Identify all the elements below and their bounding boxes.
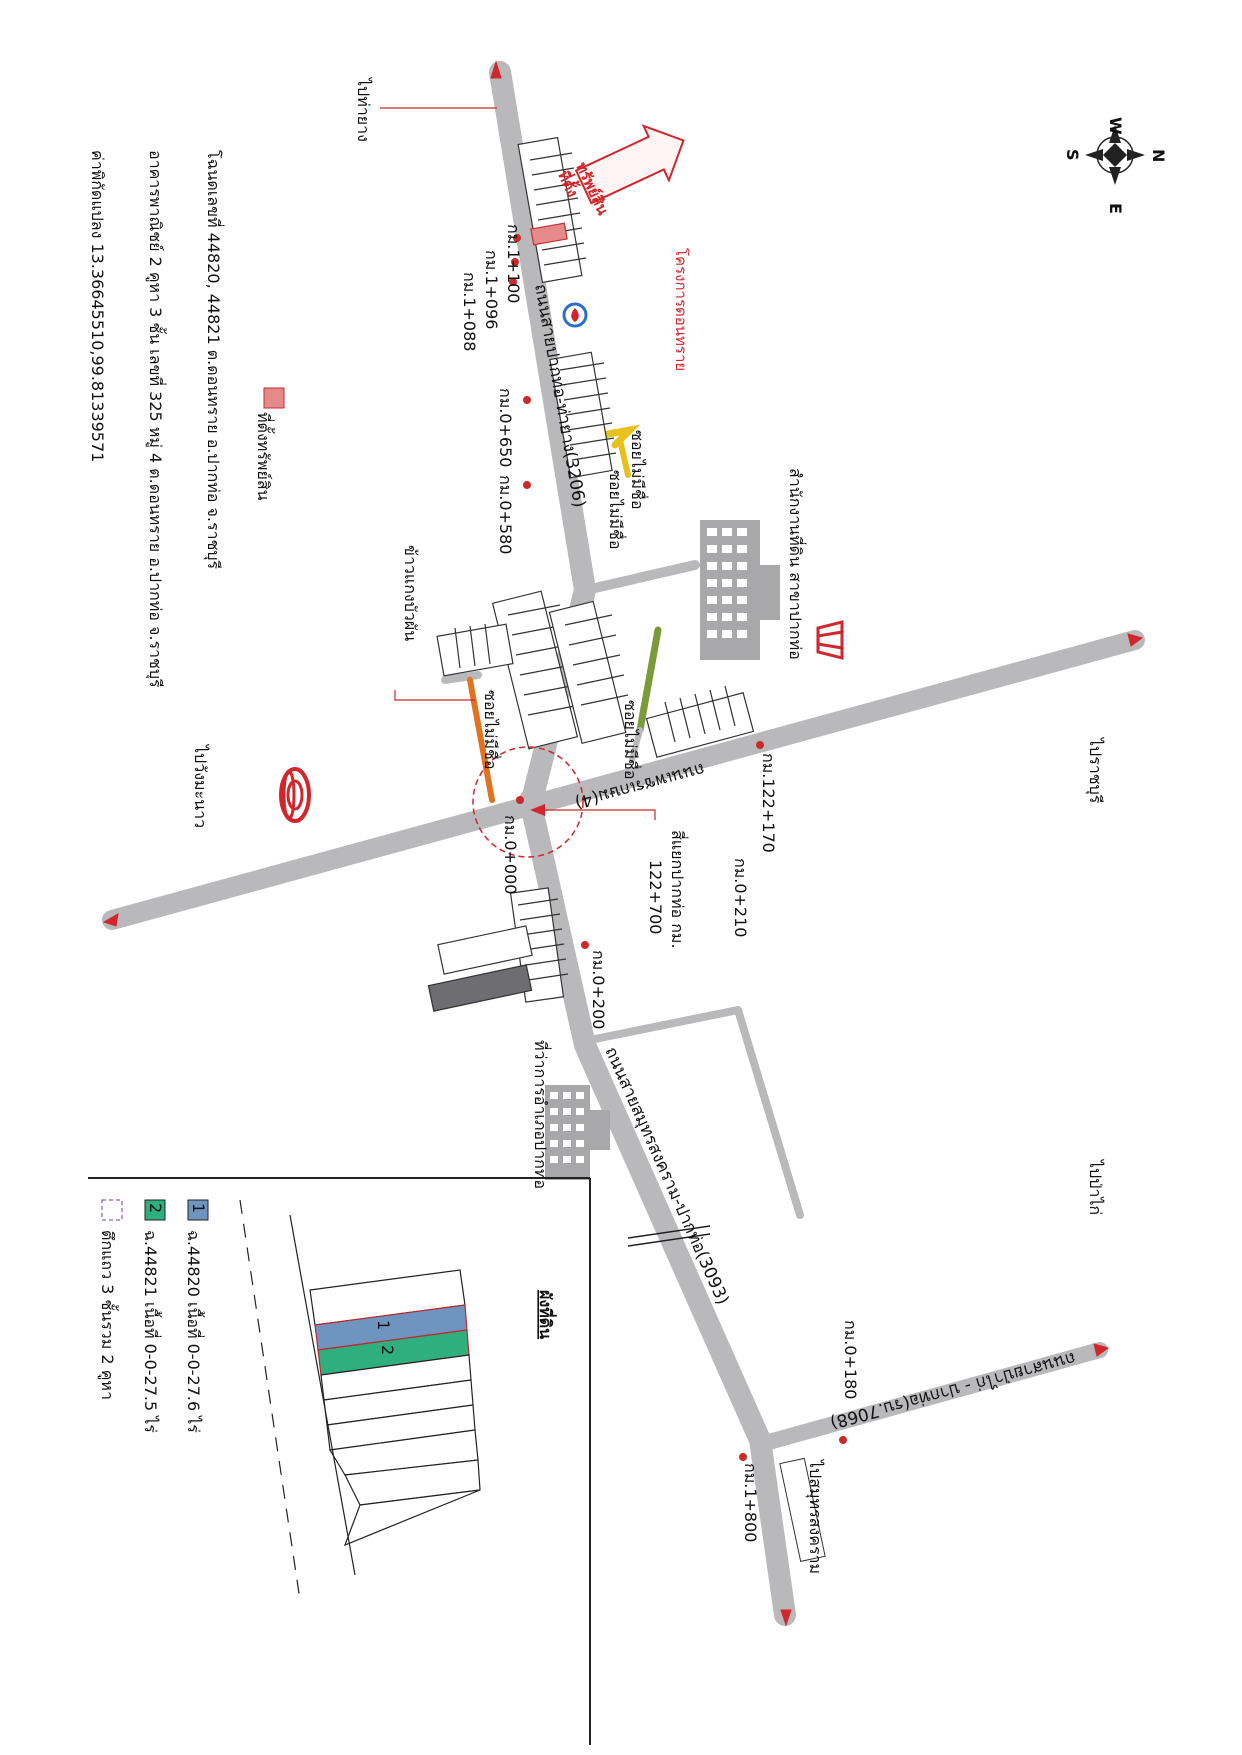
land-office-label: สำนักงานที่ดิน สาขาปากท่อ (786, 468, 807, 660)
road-4 (102, 630, 1145, 930)
soi-market (441, 671, 482, 684)
soi-label-2: ซอยไม่มีชื่อ (606, 470, 627, 549)
land-office-building (700, 520, 780, 660)
market-label: ข้าวแกงบัวผัน (401, 545, 420, 641)
soi-green (636, 626, 662, 734)
destination-arrows (102, 60, 1144, 1627)
soi-yellow-2 (617, 437, 631, 478)
km-1-100: กม.1+100 (504, 224, 523, 303)
dest-samut: ไปสมุทรสงคราม (805, 1458, 825, 1574)
soi-land-office (590, 560, 700, 593)
legend-swatch-3 (101, 1199, 123, 1221)
arrow-ratchaburi (1127, 633, 1144, 647)
compass-south: S (1063, 149, 1082, 161)
legend-swatch-2-num: 2 (146, 1203, 165, 1213)
shophouses-south (427, 887, 569, 1012)
km-122-170: กม.122+170 (759, 753, 778, 853)
km-0-180: กม.0+180 (841, 1320, 860, 1399)
project-label: โครงการดอนทราย (672, 248, 690, 371)
km-1-088: กม.1+088 (460, 272, 479, 351)
legend-swatch-1 (187, 1199, 209, 1221)
dest-wang-manao: ไปวังมะนาว (191, 743, 210, 828)
km-0-580: กม.0+580 (496, 475, 515, 554)
road-3093-label: ถนนสายสมุทรสงคราม-ปากท่อ(3093) (600, 1044, 732, 1308)
dest-pa-kai: ไปป่าไก่ (1086, 1158, 1105, 1215)
km-1-800: กม.1+800 (741, 1463, 760, 1542)
compass-north: N (1149, 149, 1168, 162)
building-7068 (779, 1457, 826, 1562)
legend-item3-text: ตึกแถว 3 ชั้นรวม 2 คูหา (97, 1230, 119, 1400)
junction-arrow (530, 804, 545, 816)
km-dots (509, 234, 847, 1461)
shophouses-market (436, 623, 514, 677)
info-deed: โฉนดเลขที่ 44820, 44821 ต.ดอนทราย อ.ปากท… (203, 150, 225, 570)
arrow-top (490, 60, 502, 79)
legend-item1-text: ฉ.44820 เนื้อที่ 0-0-27.6 ไร่ (184, 1230, 205, 1433)
asset-legend-swatch (263, 387, 285, 409)
shophouses-top (517, 136, 587, 284)
plot-road-lines (239, 1199, 356, 1601)
km-0-200: กม.0+200 (589, 950, 608, 1029)
road-3093 (519, 789, 796, 1626)
legend-swatch-2 (144, 1199, 166, 1221)
toyota-logo (279, 767, 311, 823)
km-0-210: กม.0+210 (731, 858, 750, 937)
lot-1-label: 1 (374, 1320, 393, 1330)
info-coords: ค่าพิกัดแปลง 13.36645510,99.81339571 (88, 150, 107, 462)
km-0-650: กม.0+650 (496, 388, 515, 467)
arrow-wang-manao (102, 913, 119, 927)
soi-label-3: ซอยไม่มีชื่อ (621, 700, 642, 779)
compass-east: E (1106, 203, 1125, 214)
km-0-000: กม.0+000 (501, 815, 520, 894)
lot-grid (309, 1269, 481, 1547)
shophouses-ratchaburi (645, 685, 755, 758)
junction-circle (472, 746, 584, 858)
honda-logo (816, 620, 844, 660)
shophouse-blocks (427, 136, 755, 1012)
ptt-logo (562, 302, 588, 328)
arrow-pa-kai (1093, 1343, 1110, 1357)
asset-unit (530, 222, 568, 246)
leader-lines (380, 107, 656, 820)
lot-2-label: 2 (378, 1345, 397, 1355)
dest-ratchaburi: ไปราชบุรี (1085, 736, 1105, 804)
road-7068-label: ถนนสายป่าไก่ - ปากท่อ(รบ.7068) (828, 1347, 1078, 1433)
district-office-building (545, 1085, 610, 1180)
compass-rose: W E N S (1063, 117, 1168, 214)
road-7068 (750, 1342, 1108, 1453)
km-1-096: กม.1+096 (482, 250, 501, 329)
soi-label-1: ซอยไม่มีชื่อ (628, 430, 649, 509)
shophouses-junction (491, 590, 629, 750)
dest-top: ไปท่ายาง (354, 76, 373, 142)
legend-swatch-1-num: 1 (189, 1203, 208, 1213)
junction-label-line1: สี่แยกปากท่อ กม. (668, 830, 689, 949)
arrow-samut (780, 1609, 792, 1627)
junction-label-line2: 122+700 (646, 860, 665, 934)
plot-title: ผังที่ดิน (536, 1290, 557, 1339)
legend-item2-text: ฉ.44821 เนื้อที่ 0-0-27.5 ไร่ (141, 1230, 162, 1433)
plot-layout-panel: ผังที่ดิน 1 2 1 ฉ.44820 เนื้อที่ 0-0-27.… (88, 1177, 591, 1745)
soi-district (586, 1006, 804, 1219)
district-office-label: ที่ว่าการอำเภอปากท่อ (531, 1040, 552, 1189)
rail-crossing (627, 1225, 711, 1247)
shophouses-mid (549, 351, 617, 479)
soi-label-4: ซอยไม่มีชื่อ (481, 690, 502, 769)
compass-west: W (1106, 117, 1125, 135)
info-building: อาคารพาณิชย์ 2 คูหา 3 ชั้น เลขที่ 325 หม… (145, 150, 167, 688)
info-asset-legend: ที่ตั้งทรัพย์สิน (254, 412, 275, 501)
soi-green-grey (629, 727, 643, 763)
asset-arrow-tag: ทรัพย์สิน ที่ตั้ง (554, 124, 685, 218)
